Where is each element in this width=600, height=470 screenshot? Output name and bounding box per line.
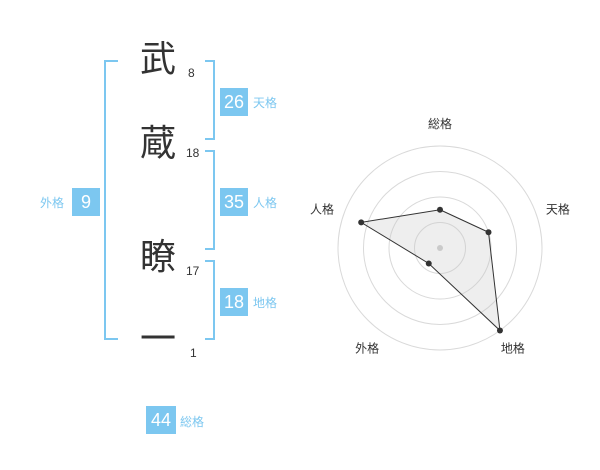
chikaku-bracket-bottom: [205, 338, 215, 340]
tenkaku-bracket-vertical: [213, 60, 215, 140]
jinkaku-value: 35: [220, 188, 248, 216]
radar-axis-label-2: 天格: [546, 202, 570, 217]
gaikaku-bracket-bottom: [104, 338, 118, 340]
name-char-3: 瞭: [140, 237, 177, 278]
gaikaku-label: 外格: [40, 196, 65, 210]
stroke-count-3: 17: [186, 264, 200, 278]
chikaku-value: 18: [220, 288, 248, 316]
radar-center: [437, 245, 443, 251]
radar-ring-2: [388, 196, 492, 300]
radar-point-4: [425, 260, 432, 267]
jinkaku-bracket-top: [205, 150, 215, 152]
radar-axis-label-4: 外格: [355, 340, 379, 355]
radar-point-1: [437, 206, 443, 213]
gaikaku-bracket-top: [104, 60, 118, 62]
jinkaku-bracket-vertical: [213, 150, 215, 250]
radar-point-3: [496, 327, 503, 334]
radar-series-polygon: [359, 209, 501, 332]
jinkaku-label: 人格: [253, 196, 278, 210]
stroke-count-4: 1: [190, 346, 197, 360]
radar-axis-label-1: 総格: [428, 116, 452, 131]
soukaku-value: 44: [146, 406, 176, 434]
tenkaku-bracket-top: [205, 60, 215, 62]
tenkaku-value: 26: [220, 88, 248, 116]
tenkaku-label: 天格: [253, 96, 278, 110]
radar-ring-4: [337, 145, 543, 351]
gaikaku-bracket-vertical: [104, 60, 106, 340]
radar-ring-3: [363, 171, 517, 325]
tenkaku-bracket-bottom: [205, 138, 215, 140]
radar-point-5: [358, 219, 365, 226]
name-char-2: 蔵: [140, 123, 177, 164]
chikaku-bracket-top: [205, 260, 215, 262]
gaikaku-value: 9: [72, 188, 100, 216]
chikaku-bracket-vertical: [213, 260, 215, 340]
chikaku-label: 地格: [253, 296, 278, 310]
soukaku-label: 総格: [180, 415, 205, 429]
jinkaku-bracket-bottom: [205, 248, 215, 250]
radar-axis-label-5: 人格: [310, 202, 334, 217]
stroke-count-2: 18: [186, 146, 200, 160]
radar-axis-label-3: 地格: [501, 340, 525, 355]
stroke-count-1: 8: [188, 66, 195, 80]
radar-point-2: [485, 229, 492, 236]
name-char-4: 一: [140, 319, 177, 360]
name-char-1: 武: [140, 39, 177, 80]
